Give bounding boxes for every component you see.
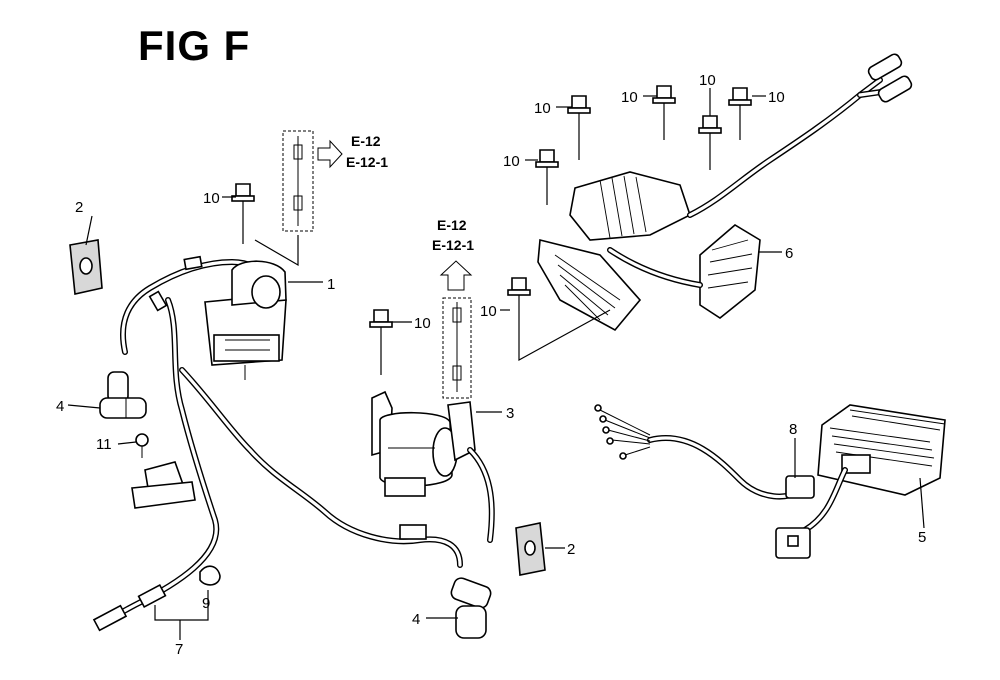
harness-connector <box>92 604 128 632</box>
label-bolt-10-f: 10 <box>621 89 638 106</box>
ignition-coil-3 <box>371 390 495 543</box>
connector-8 <box>785 475 815 499</box>
charge-coil-6 <box>537 53 913 332</box>
bolt-10-c <box>507 277 531 338</box>
rubber-grommet-2-right <box>515 522 546 576</box>
arrow-right-icon <box>317 139 343 169</box>
kill-switch-box <box>131 461 196 509</box>
label-part-3: 3 <box>506 405 514 422</box>
rubber-grommet-2-left <box>69 239 103 295</box>
upper-reference-callout: E-12 E-12-1 <box>282 130 388 232</box>
bolt-10-f <box>652 85 676 140</box>
bolt-10-g <box>698 115 722 170</box>
bolt-10-b <box>369 309 393 375</box>
label-bolt-10-a: 10 <box>203 190 220 207</box>
upper-ref-e12-1: E-12-1 <box>346 154 388 170</box>
leader-lines <box>67 88 925 640</box>
mid-ref-e12: E-12 <box>437 217 467 233</box>
label-part-9: 9 <box>202 595 210 612</box>
label-part-7: 7 <box>175 641 183 658</box>
regulator-plug <box>775 527 811 559</box>
label-part-1: 1 <box>327 276 335 293</box>
label-part-5: 5 <box>918 529 926 546</box>
plug-cap-4-bottom <box>450 577 492 639</box>
label-part-8: 8 <box>789 421 797 438</box>
clamp-9 <box>199 565 221 586</box>
dashed-bolt-box-mid <box>442 297 472 399</box>
arrow-up-icon <box>439 260 473 291</box>
regulator-harness <box>594 404 848 533</box>
bolt-10-d <box>535 149 559 205</box>
bolt-10-h <box>728 87 752 140</box>
harness-terminal <box>399 524 427 540</box>
label-bolt-10-g: 10 <box>699 72 716 89</box>
label-bolt-10-d: 10 <box>503 153 520 170</box>
label-bolt-10-b: 10 <box>414 315 431 332</box>
label-part-2-left: 2 <box>75 199 83 216</box>
label-part-4-left: 4 <box>56 398 64 415</box>
middle-reference-callout: E-12 E-12-1 <box>432 217 474 399</box>
coil-connector-a <box>867 53 903 81</box>
label-bolt-10-h: 10 <box>768 89 785 106</box>
dashed-bolt-box <box>282 130 314 232</box>
ignition-coil-1 <box>204 260 287 380</box>
mid-ref-e12-1: E-12-1 <box>432 237 474 253</box>
label-part-6: 6 <box>785 245 793 262</box>
label-part-4-bottom: 4 <box>412 611 420 628</box>
figure-title: FIG F <box>138 22 251 69</box>
upper-ref-e12: E-12 <box>351 133 381 149</box>
bolt-10-a <box>231 183 255 244</box>
plug-cap-4-left <box>99 371 147 419</box>
bolt-10-e <box>567 95 591 160</box>
screw-11 <box>135 433 149 458</box>
label-part-2-right: 2 <box>567 541 575 558</box>
label-part-11: 11 <box>96 436 112 453</box>
coil-connector-b <box>877 75 913 103</box>
label-bolt-10-c: 10 <box>480 303 497 320</box>
regulator-5 <box>817 404 946 496</box>
label-bolt-10-e: 10 <box>534 100 551 117</box>
